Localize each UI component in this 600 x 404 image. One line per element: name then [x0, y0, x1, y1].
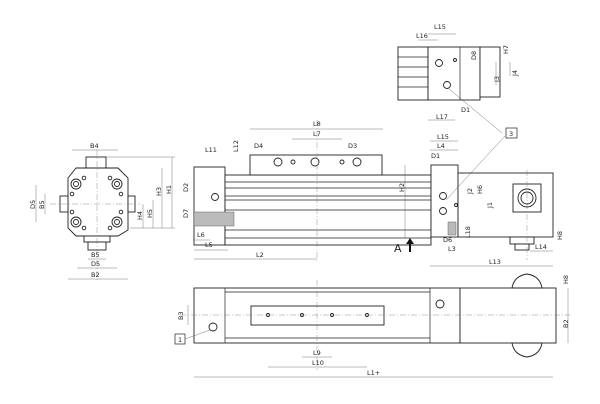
dim-J4: J4	[511, 70, 519, 77]
dim-D7: D7	[182, 209, 190, 218]
dim-H8: H8	[556, 231, 564, 240]
dim-H8-top: H8	[562, 275, 570, 284]
dim-L1: L1+	[367, 369, 380, 377]
dim-D1: D1	[431, 152, 440, 160]
detail-view: L15 L16 D8 H7 J3 J4 D1 L17 3	[397, 23, 519, 201]
dim-L13: L13	[489, 258, 501, 266]
dim-L15-detail: L15	[434, 23, 446, 31]
dim-H6: H6	[476, 185, 484, 194]
dim-H2: H2	[398, 183, 406, 192]
end-view: B4 H3 H1 D5 B5 H4 H5 B5 D5 B2	[29, 142, 175, 282]
dim-L12: L12	[232, 140, 240, 152]
dim-B4: B4	[90, 142, 99, 150]
dim-B5-left: B5	[38, 200, 46, 209]
dim-D5-left: D5	[29, 200, 37, 209]
dim-D5-bottom: D5	[91, 260, 100, 268]
dim-D2: D2	[182, 183, 190, 192]
dim-H4: H4	[136, 211, 144, 220]
dim-D6: D6	[443, 236, 452, 244]
dim-J3: J3	[493, 76, 501, 83]
dim-L17: L17	[436, 113, 448, 121]
dim-L9: L9	[313, 349, 321, 357]
dim-L2: L2	[256, 251, 264, 259]
dim-L15: L15	[437, 133, 449, 141]
top-view: L9 L10 L1+ B3 B2 H8 1	[174, 273, 570, 378]
dim-L18: L18	[464, 226, 472, 238]
dim-D8: D8	[470, 51, 478, 60]
dim-D1-detail: D1	[461, 106, 470, 114]
callout-1: 1	[178, 336, 182, 344]
callout-1-box	[174, 333, 186, 345]
callout-3: 3	[509, 130, 513, 138]
dim-L11: L11	[205, 146, 217, 154]
dim-D3: D3	[348, 142, 357, 150]
dim-H1: H1	[165, 185, 173, 194]
dim-L4: L4	[437, 142, 445, 150]
dim-H7: H7	[502, 45, 510, 54]
dim-L10: L10	[312, 359, 324, 367]
dim-J2: J2	[466, 188, 474, 195]
dim-B2-top: B2	[562, 319, 570, 328]
dim-B3: B3	[177, 311, 185, 320]
dim-H5: H5	[146, 209, 154, 218]
view-arrow-label: A	[394, 242, 402, 255]
side-view: L8 L7 D4 D3 L12 L11 D2 D7 L6 L5 L2 H2 L1…	[182, 120, 564, 267]
dim-D4: D4	[254, 142, 263, 150]
dim-B5-bottom: B5	[91, 251, 100, 259]
dim-H3: H3	[155, 187, 163, 196]
dim-L7: L7	[313, 130, 321, 138]
arrow-up-icon	[406, 238, 414, 252]
dim-L5: L5	[205, 241, 213, 249]
dim-B2: B2	[91, 271, 100, 279]
callout-3-box	[505, 127, 518, 139]
dim-L16: L16	[416, 32, 428, 40]
dim-J1: J1	[486, 202, 494, 209]
dim-L6: L6	[197, 231, 205, 239]
dim-L8: L8	[313, 120, 321, 128]
dim-L14: L14	[535, 243, 547, 251]
dim-L3: L3	[448, 245, 456, 253]
